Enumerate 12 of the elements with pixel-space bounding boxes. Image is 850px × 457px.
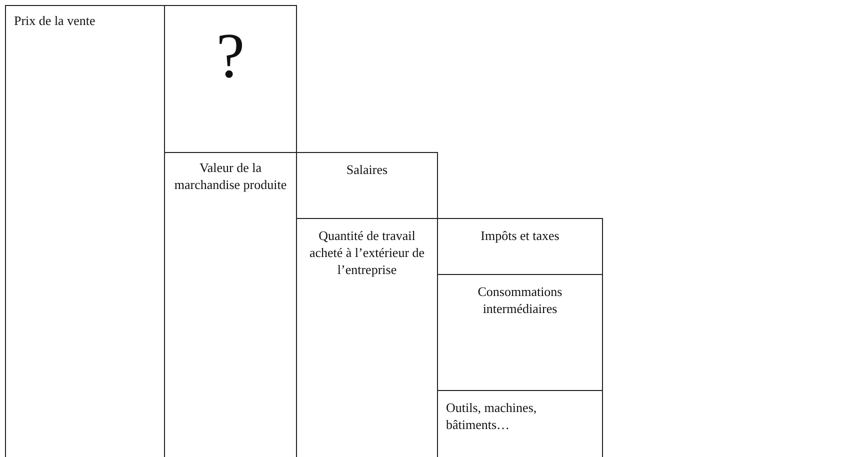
question-mark: ? xyxy=(215,24,246,88)
price-column xyxy=(5,5,165,457)
taxes-box xyxy=(437,218,603,275)
box-text: Prix de la vente xyxy=(13,12,96,29)
box-text: Impôts et taxes xyxy=(480,227,560,244)
box-text: Outils, machines, bâtiments… xyxy=(445,399,538,433)
wages-box xyxy=(296,152,438,219)
box-text: Consommations intermédiaires xyxy=(476,283,564,317)
unknown-box xyxy=(164,5,297,153)
box-text: Quantité de travail acheté à l’extérieur de l’entreprise xyxy=(308,227,426,278)
box-text: Valeur de la marchandise produite xyxy=(173,159,288,193)
box-text: Salaires xyxy=(345,161,389,178)
